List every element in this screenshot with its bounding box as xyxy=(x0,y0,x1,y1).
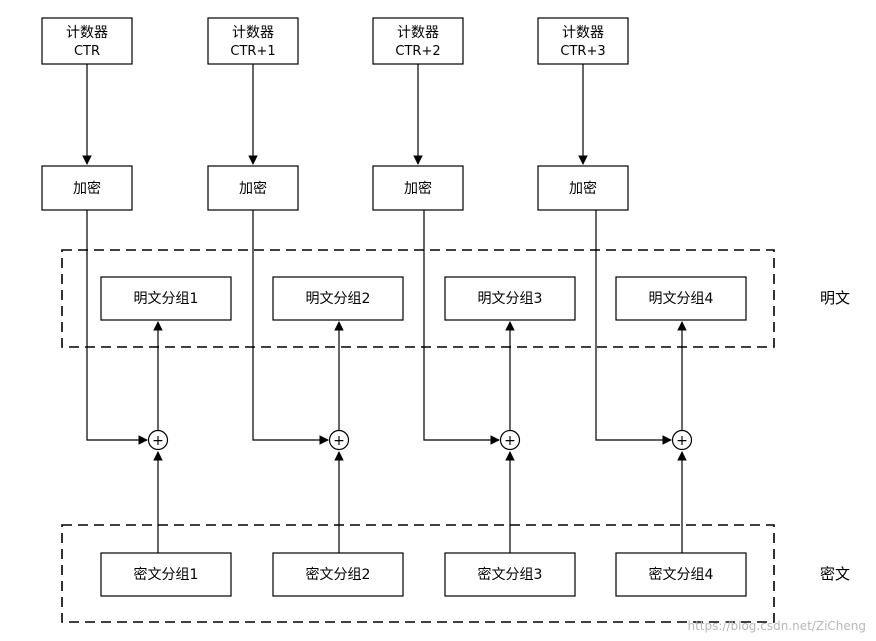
encrypt-box-3 xyxy=(372,165,464,211)
plaintext-block-3 xyxy=(444,276,576,321)
ciphertext-block-4 xyxy=(615,552,747,597)
xor-symbol-4: + xyxy=(676,433,688,449)
counter-box-2 xyxy=(207,17,299,65)
counter-label-4: 计数器 xyxy=(562,25,604,41)
encrypt-label-1: 加密 xyxy=(73,180,101,197)
plaintext-group-box xyxy=(61,249,775,348)
encrypt-label-4: 加密 xyxy=(569,180,597,197)
counter-value-3: CTR+2 xyxy=(395,44,440,59)
keystream-to-xor-arrow-2 xyxy=(252,210,329,445)
xor-symbol-1: + xyxy=(152,433,164,449)
xor-operator-1 xyxy=(147,429,169,451)
plaintext-block-label-3: 明文分组3 xyxy=(478,291,543,307)
xor-operator-3 xyxy=(499,429,521,451)
xor-symbol-2: + xyxy=(333,433,345,449)
ciphertext-block-3 xyxy=(444,552,576,597)
encrypt-box-4 xyxy=(537,165,629,211)
counter-box-3 xyxy=(372,17,464,65)
encrypt-box-2 xyxy=(207,165,299,211)
plaintext-block-1 xyxy=(100,276,232,321)
ciphertext-block-1 xyxy=(100,552,232,597)
ciphertext-block-label-3: 密文分组3 xyxy=(478,566,543,583)
counter-value-4: CTR+3 xyxy=(560,44,605,59)
counter-box-4 xyxy=(537,17,629,65)
plaintext-block-label-2: 明文分组2 xyxy=(306,291,371,307)
plaintext-group-label: 明文 xyxy=(820,289,850,307)
counter-label-2: 计数器 xyxy=(232,25,274,41)
counter-box-1 xyxy=(41,17,133,65)
counter-label-1: 计数器 xyxy=(66,25,108,41)
keystream-to-xor-arrow-4 xyxy=(595,210,672,445)
encrypt-box-1 xyxy=(41,165,133,211)
ciphertext-block-label-4: 密文分组4 xyxy=(649,566,714,583)
xor-operator-2 xyxy=(328,429,350,451)
xor-symbol-3: + xyxy=(504,433,516,449)
encrypt-label-3: 加密 xyxy=(404,180,432,197)
column-1: 计数器 CTR 加密 明文分组1 + 密文分组1 xyxy=(41,17,232,597)
column-2: 计数器 CTR+1 加密 明文分组2 + 密文分组2 xyxy=(207,17,404,597)
keystream-to-xor-arrow-1 xyxy=(86,210,148,445)
plaintext-block-label-4: 明文分组4 xyxy=(649,291,714,307)
column-4: 计数器 CTR+3 加密 明文分组4 + 密文分组4 xyxy=(537,17,747,597)
counter-value-2: CTR+1 xyxy=(230,44,275,59)
watermark-text: https://blog.csdn.net/ZiCheng xyxy=(687,619,866,633)
ciphertext-group-box xyxy=(61,524,775,623)
encrypt-label-2: 加密 xyxy=(239,180,267,197)
xor-operator-4 xyxy=(671,429,693,451)
plaintext-block-4 xyxy=(615,276,747,321)
ciphertext-group-label: 密文 xyxy=(820,565,850,583)
keystream-to-xor-arrow-3 xyxy=(423,210,500,445)
plaintext-block-label-1: 明文分组1 xyxy=(134,291,199,307)
counter-value-1: CTR xyxy=(74,44,100,59)
plaintext-block-2 xyxy=(272,276,404,321)
counter-label-3: 计数器 xyxy=(397,25,439,41)
ciphertext-block-label-2: 密文分组2 xyxy=(306,566,371,583)
ciphertext-block-label-1: 密文分组1 xyxy=(134,566,199,583)
column-3: 计数器 CTR+2 加密 明文分组3 + 密文分组3 xyxy=(372,17,576,597)
ciphertext-block-2 xyxy=(272,552,404,597)
